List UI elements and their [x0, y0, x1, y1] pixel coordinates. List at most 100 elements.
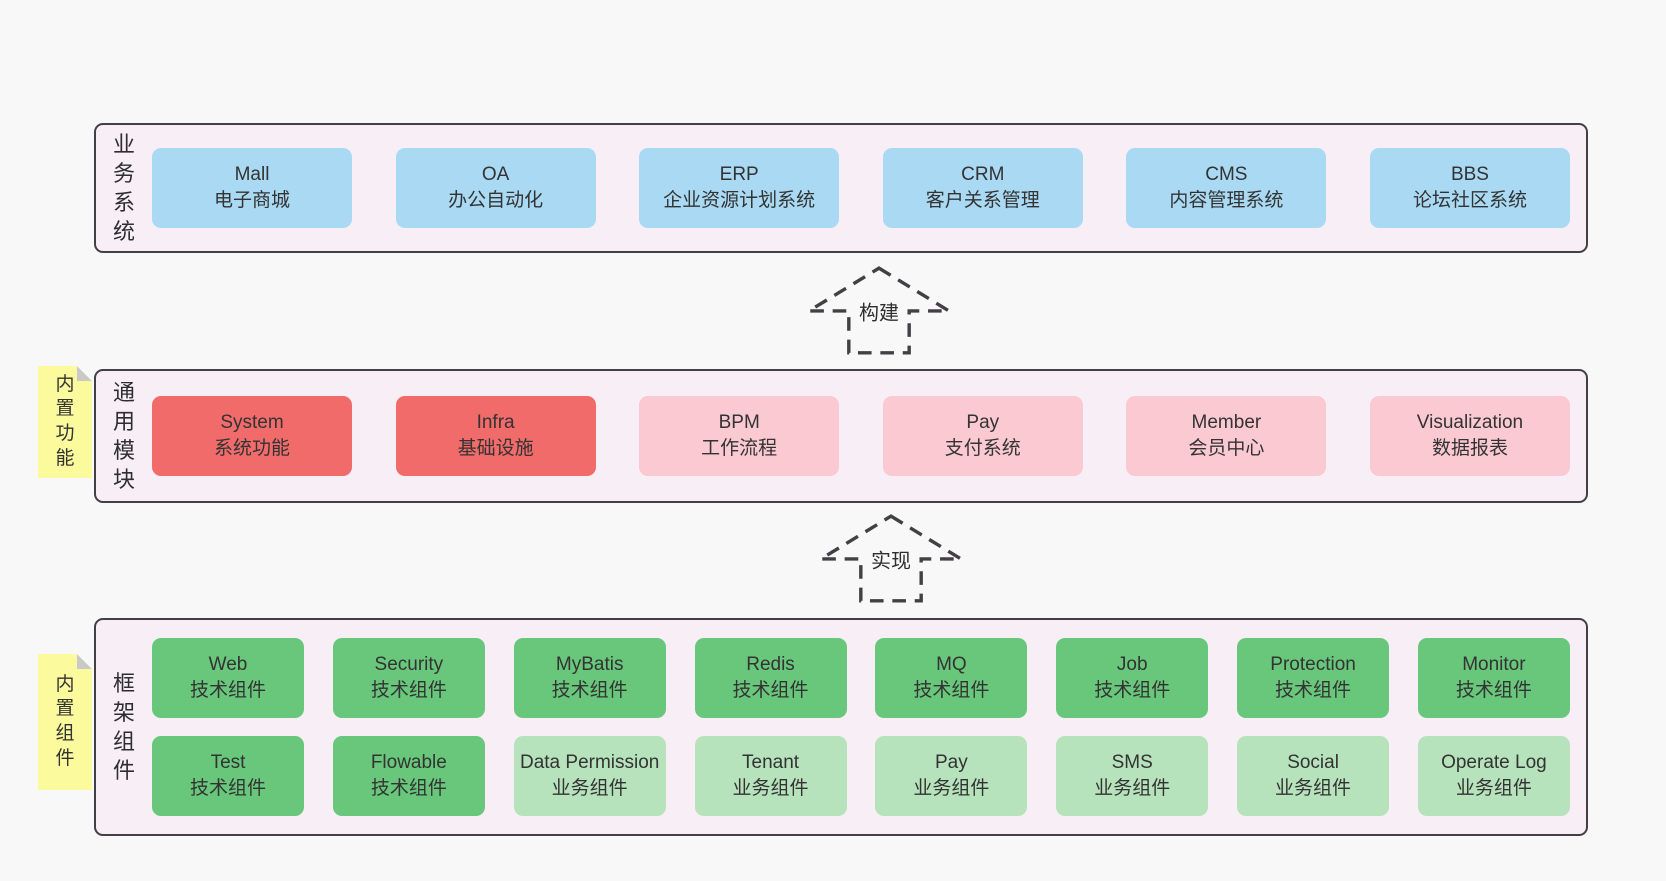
- box-title: CRM: [961, 164, 1005, 186]
- box-subtitle: 业务组件: [551, 778, 628, 799]
- common-modules-row: System 系统功能 Infra 基础设施 BPM 工作流程 Pay 支付系统 Member 会…: [152, 396, 1570, 476]
- box-title: Protection: [1270, 654, 1356, 676]
- box-title: Pay: [935, 752, 968, 774]
- box-title: ERP: [719, 164, 759, 186]
- box-system: System 系统功能: [152, 396, 352, 476]
- layer-common-modules-label: 通用模块: [96, 371, 152, 501]
- box-operate-log: Operate Log 业务组件: [1417, 736, 1570, 816]
- box-subtitle: 技术组件: [1455, 680, 1532, 701]
- box-title: Redis: [746, 654, 795, 676]
- box-title: Pay: [966, 412, 1000, 434]
- box-subtitle: 业务组件: [1094, 778, 1171, 799]
- box-subtitle: 技术组件: [732, 680, 809, 701]
- box-social: Social 业务组件: [1237, 736, 1390, 816]
- box-protection: Protection 技术组件: [1237, 638, 1390, 718]
- layer-label-text: 通用模块: [112, 379, 135, 493]
- box-title: MQ: [936, 654, 967, 676]
- box-pay: Pay 支付系统: [882, 396, 1083, 476]
- box-subtitle: 技术组件: [1094, 680, 1171, 701]
- box-subtitle: 技术组件: [551, 680, 628, 701]
- box-subtitle: 业务组件: [1275, 778, 1352, 799]
- box-subtitle: 技术组件: [370, 778, 447, 799]
- box-title: BPM: [718, 412, 760, 434]
- box-cms: CMS 内容管理系统: [1126, 148, 1327, 228]
- box-title: Monitor: [1462, 654, 1526, 676]
- box-pay: Pay 业务组件: [875, 736, 1028, 816]
- box-subtitle: 业务组件: [913, 778, 990, 799]
- box-title: Security: [374, 654, 444, 676]
- arrow-build: 构建: [806, 264, 952, 356]
- box-member: Member 会员中心: [1126, 396, 1327, 476]
- box-security: Security 技术组件: [332, 638, 485, 718]
- box-subtitle: 业务组件: [1455, 778, 1532, 799]
- box-monitor: Monitor 技术组件: [1417, 638, 1570, 718]
- box-title: OA: [481, 164, 510, 186]
- box-title: Job: [1116, 654, 1148, 676]
- box-flowable: Flowable 技术组件: [332, 736, 485, 816]
- layer-framework-components-label: 框架组件: [96, 620, 152, 834]
- note-built-in-features: 内置功能: [38, 366, 92, 478]
- layer-common-modules: 通用模块 System 系统功能 Infra 基础设施 BPM 工作流程 Pay 支付系统 Me…: [94, 369, 1588, 503]
- box-subtitle: 数据报表: [1431, 438, 1508, 459]
- box-title: Social: [1287, 752, 1339, 774]
- box-crm: CRM 客户关系管理: [882, 148, 1083, 228]
- box-bpm: BPM 工作流程: [639, 396, 840, 476]
- layer-label-text: 框架组件: [112, 670, 135, 784]
- box-mq: MQ 技术组件: [875, 638, 1028, 718]
- box-job: Job 技术组件: [1056, 638, 1209, 718]
- box-subtitle: 论坛社区系统: [1412, 190, 1527, 211]
- box-subtitle: 技术组件: [913, 680, 990, 701]
- box-title: System: [220, 412, 284, 434]
- box-title: Flowable: [370, 752, 447, 774]
- arrow-build-label: 构建: [855, 295, 903, 327]
- note-text: 内置组件: [55, 673, 75, 769]
- note-built-in-components: 内置组件: [38, 654, 92, 790]
- box-title: Data Permission: [519, 752, 660, 774]
- box-redis: Redis 技术组件: [694, 638, 847, 718]
- layer-business-systems-label: 业务系统: [96, 125, 152, 251]
- box-subtitle: 系统功能: [213, 438, 290, 459]
- box-subtitle: 支付系统: [944, 438, 1021, 459]
- block-arrow-up-icon: [806, 266, 952, 355]
- box-subtitle: 会员中心: [1188, 438, 1265, 459]
- box-infra: Infra 基础设施: [395, 396, 596, 476]
- box-subtitle: 办公自动化: [448, 190, 544, 211]
- box-title: Visualization: [1416, 412, 1524, 434]
- box-title: MyBatis: [555, 654, 624, 676]
- note-text: 内置功能: [55, 373, 75, 469]
- box-subtitle: 基础设施: [457, 438, 534, 459]
- box-subtitle: 技术组件: [189, 778, 266, 799]
- box-mybatis: MyBatis 技术组件: [513, 638, 666, 718]
- box-subtitle: 客户关系管理: [925, 190, 1040, 211]
- layer-label-text: 业务系统: [112, 131, 135, 245]
- box-oa: OA 办公自动化: [395, 148, 596, 228]
- box-title: Web: [208, 654, 248, 676]
- box-subtitle: 内容管理系统: [1169, 190, 1284, 211]
- box-title: Operate Log: [1441, 752, 1547, 774]
- box-subtitle: 技术组件: [1275, 680, 1352, 701]
- box-title: CMS: [1205, 164, 1248, 186]
- arrow-implement-label: 实现: [867, 543, 915, 575]
- box-subtitle: 技术组件: [370, 680, 447, 701]
- box-title: Infra: [476, 412, 515, 434]
- box-title: SMS: [1111, 752, 1153, 774]
- box-sms: SMS 业务组件: [1056, 736, 1209, 816]
- box-title: Member: [1191, 412, 1262, 434]
- block-arrow-up-icon: [818, 514, 964, 603]
- box-data-permission: Data Permission 业务组件: [513, 736, 666, 816]
- box-subtitle: 工作流程: [701, 438, 778, 459]
- folded-corner-icon: [77, 366, 92, 381]
- arrow-implement: 实现: [818, 512, 964, 604]
